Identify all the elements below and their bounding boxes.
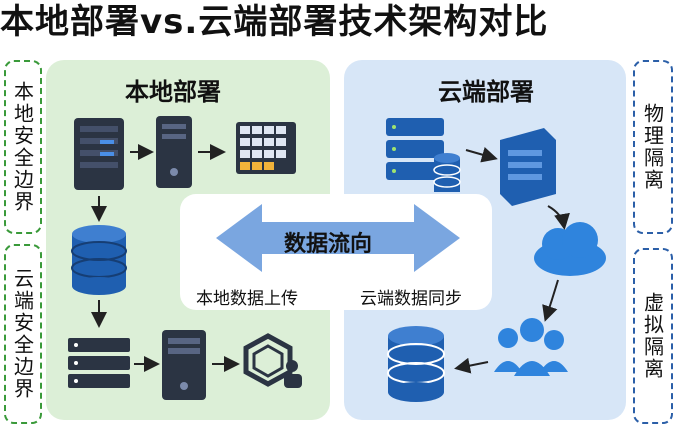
cloud-server-stack-icon — [386, 118, 461, 192]
cloud-security-boundary: 云端安全边界 — [4, 244, 42, 424]
virtual-isolation-boundary: 虚拟隔离 — [633, 248, 673, 424]
cloud-sync-label: 云端数据同步 — [360, 289, 462, 309]
data-flow-label: 数据流向 — [284, 232, 373, 257]
cloud-database-icon — [387, 326, 445, 402]
tower-server-icon — [162, 330, 206, 400]
page-title: 本地部署vs.云端部署技术架构对比 — [0, 2, 549, 42]
local-panel-title: 本地部署 — [125, 78, 221, 106]
users-group-icon — [494, 318, 568, 376]
virtual-isolation-label: 虚拟隔离 — [640, 292, 665, 380]
cloud-server-icon — [500, 128, 556, 206]
ai-chip-user-icon — [243, 333, 302, 388]
keypad-panel-icon — [236, 122, 296, 174]
cloud-panel-title: 云端部署 — [438, 78, 534, 106]
local-security-label: 本地安全边界 — [10, 81, 35, 213]
local-upload-label: 本地数据上传 — [196, 289, 298, 309]
local-security-boundary: 本地安全边界 — [4, 60, 42, 234]
storage-array-icon — [68, 338, 130, 388]
server-rack-icon — [74, 118, 124, 190]
desktop-server-icon — [156, 116, 192, 188]
physical-isolation-label: 物理隔离 — [640, 103, 665, 191]
cloud-security-label: 云端安全边界 — [10, 268, 35, 400]
database-icon — [71, 225, 127, 295]
bidirectional-arrow — [216, 204, 460, 272]
cloud-icon — [534, 222, 606, 276]
physical-isolation-boundary: 物理隔离 — [633, 60, 673, 234]
